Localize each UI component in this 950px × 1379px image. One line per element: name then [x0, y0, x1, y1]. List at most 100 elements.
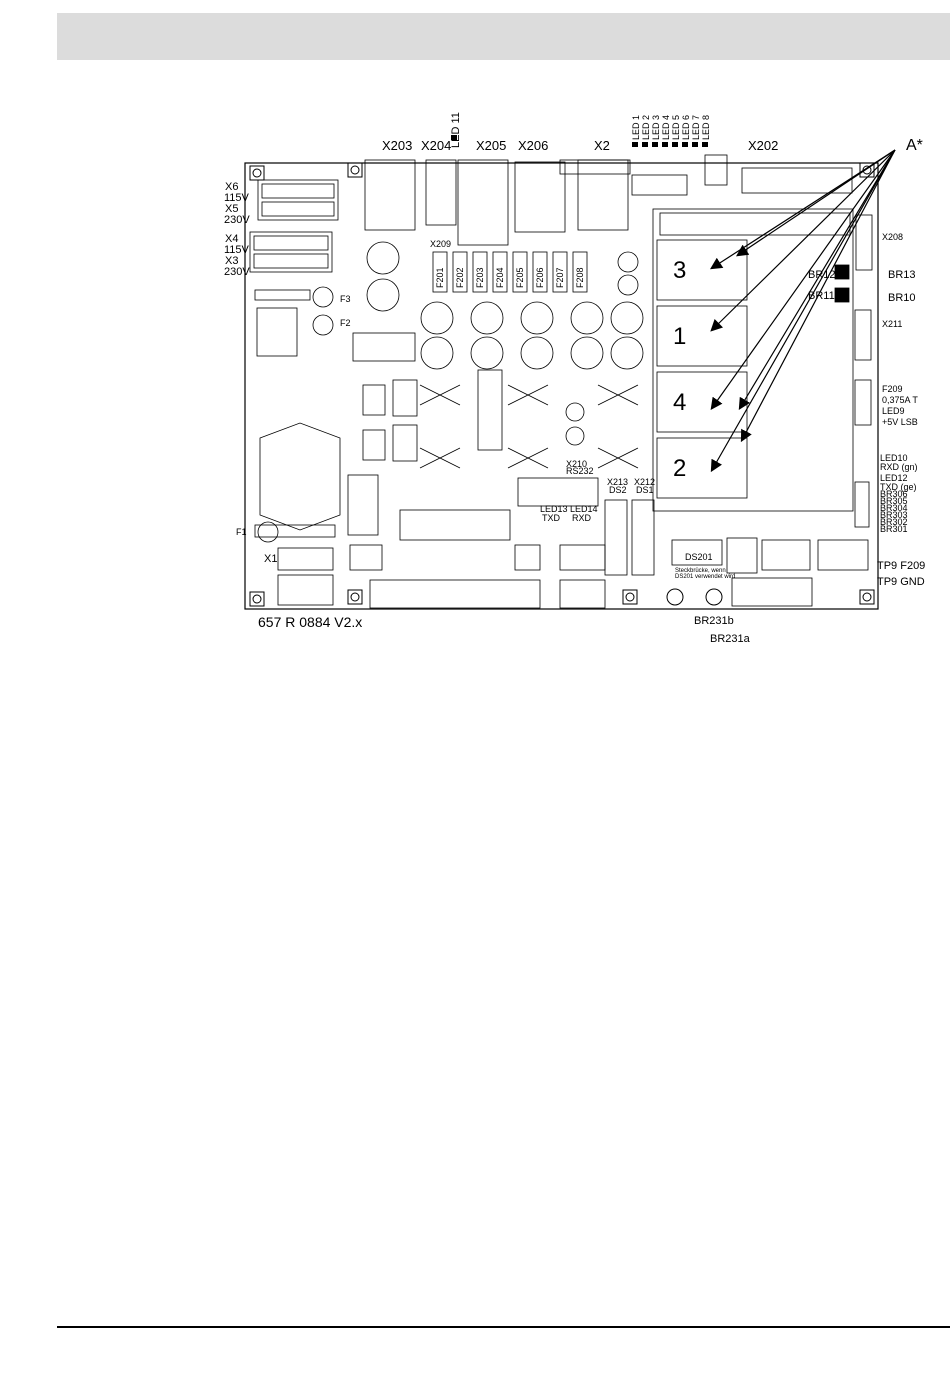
- header-bar: [57, 13, 950, 60]
- x6-volt: 115V: [224, 192, 250, 204]
- ds2-label: DS2: [609, 485, 627, 495]
- x210-label: X210: [566, 459, 587, 469]
- led10-label: LED10: [880, 453, 908, 463]
- x204-label: X204: [421, 138, 451, 153]
- callout-arrows: [709, 149, 896, 473]
- footer-rule: [57, 1326, 950, 1328]
- top-connectors: [364, 154, 853, 246]
- led-strip-label: LED 8: [701, 115, 711, 140]
- ds201-label: DS201: [685, 552, 713, 562]
- rs232-label: RS232: [566, 466, 594, 476]
- br-list-item: BR302: [880, 517, 908, 527]
- led13-sub: TXD: [542, 513, 561, 523]
- led-strip-label: LED 7: [691, 115, 701, 140]
- f1-label: F1: [236, 527, 247, 537]
- fuse-row-label: F203: [475, 267, 485, 288]
- power-connectors: [249, 179, 339, 273]
- module-3-label: 3: [673, 257, 686, 284]
- tp9-f209-label: TP9 F209: [877, 560, 925, 572]
- led10-sub: RXD (gn): [880, 462, 918, 472]
- module-slots: [656, 212, 851, 499]
- f209-value: 0,375A T: [882, 395, 918, 405]
- br13-label: BR13: [888, 269, 916, 281]
- br-list-item: BR304: [880, 503, 908, 513]
- relays: [347, 332, 599, 541]
- module-2-label: 2: [673, 455, 686, 482]
- led13-label: LED13: [540, 504, 568, 514]
- x4-label: X4: [225, 233, 238, 245]
- led-strip-label: LED 2: [641, 115, 651, 140]
- board-caption: 657 R 0884 V2.x: [258, 614, 362, 630]
- module-1-label: 1: [673, 323, 686, 350]
- fuse-row-label: F201: [435, 267, 445, 288]
- led12-label: LED12: [880, 473, 908, 483]
- led11-label: LED 11: [450, 112, 462, 148]
- led14-label: LED14: [570, 504, 598, 514]
- led-markers: [451, 135, 708, 147]
- x206-label: X206: [518, 138, 548, 153]
- fuse-row-label: F207: [555, 267, 565, 288]
- transformer: [259, 422, 341, 531]
- x3-label: X3: [225, 255, 238, 267]
- x205-label: X205: [476, 138, 506, 153]
- led9-label: LED9: [882, 406, 905, 416]
- br231a-label: BR231a: [710, 633, 751, 645]
- capacitors: [366, 241, 644, 446]
- x2-label: X2: [594, 138, 610, 153]
- board-outline: [244, 162, 879, 610]
- br231b-label: BR231b: [694, 615, 734, 627]
- x213-label: X213: [607, 477, 628, 487]
- f3-label: F3: [340, 294, 351, 304]
- module-section: [652, 208, 854, 512]
- bottom-terminals: [277, 499, 869, 609]
- br11-label: BR11: [808, 290, 835, 302]
- x3-volt: 230V: [224, 266, 250, 278]
- led-strip-label: LED 3: [651, 115, 661, 140]
- f2-label: F2: [340, 318, 351, 328]
- x1-label: X1: [264, 553, 277, 565]
- x208-label: X208: [882, 232, 903, 242]
- led-strip-label: LED 5: [671, 115, 681, 140]
- br-list-item: BR301: [880, 524, 908, 534]
- x212-label: X212: [634, 477, 655, 487]
- fuse-holders: [254, 286, 336, 543]
- fuse-row-label: F202: [455, 267, 465, 288]
- fuse-row-label: F206: [535, 267, 545, 288]
- led9-sub: +5V LSB: [882, 417, 918, 427]
- br12-label: BR12: [808, 269, 836, 281]
- x6-label: X6: [225, 181, 238, 193]
- fuse-row-labels: F201 F202 F203 F204 F205 F206 F207 F208: [435, 267, 585, 288]
- led-strip-label: LED 1: [631, 115, 641, 140]
- x202-label: X202: [748, 138, 778, 153]
- ds1-label: DS1: [636, 485, 654, 495]
- x4-volt: 115V: [224, 244, 250, 256]
- x5-label: X5: [225, 203, 238, 215]
- x211-label: X211: [882, 319, 902, 329]
- heatsinks: [419, 369, 639, 469]
- br-list-item: BR303: [880, 510, 908, 520]
- fuse-row-label: F205: [515, 267, 525, 288]
- module-4-label: 4: [673, 389, 686, 416]
- br-list-item: BR306: [880, 489, 908, 499]
- x203-label: X203: [382, 138, 412, 153]
- fuse-row: [432, 251, 588, 293]
- right-headers: [834, 214, 873, 528]
- br10-label: BR10: [888, 292, 916, 304]
- x209-label: X209: [430, 239, 451, 249]
- f209-label: F209: [882, 384, 903, 394]
- callout-label: A*: [906, 137, 923, 154]
- led-strip-label: LED 6: [681, 115, 691, 140]
- fuse-row-label: F208: [575, 267, 585, 288]
- tp9-gnd-label: TP9 GND: [877, 576, 925, 588]
- led12-sub: TXD (ge): [880, 482, 917, 492]
- led-strip-labels: LED 1 LED 2 LED 3 LED 4 LED 5 LED 6 LED …: [631, 115, 711, 140]
- br-list-item: BR305: [880, 496, 908, 506]
- led14-sub: RXD: [572, 513, 592, 523]
- ds201-note-1: Steckbrücke, wenn: [675, 568, 726, 574]
- br-list: BR306 BR305 BR304 BR303 BR302 BR301: [880, 489, 908, 534]
- x5-volt: 230V: [224, 214, 250, 226]
- fuse-row-label: F204: [495, 267, 505, 288]
- led-strip-label: LED 4: [661, 115, 671, 140]
- ds201-note-2: DS201 verwendet wird: [675, 574, 735, 580]
